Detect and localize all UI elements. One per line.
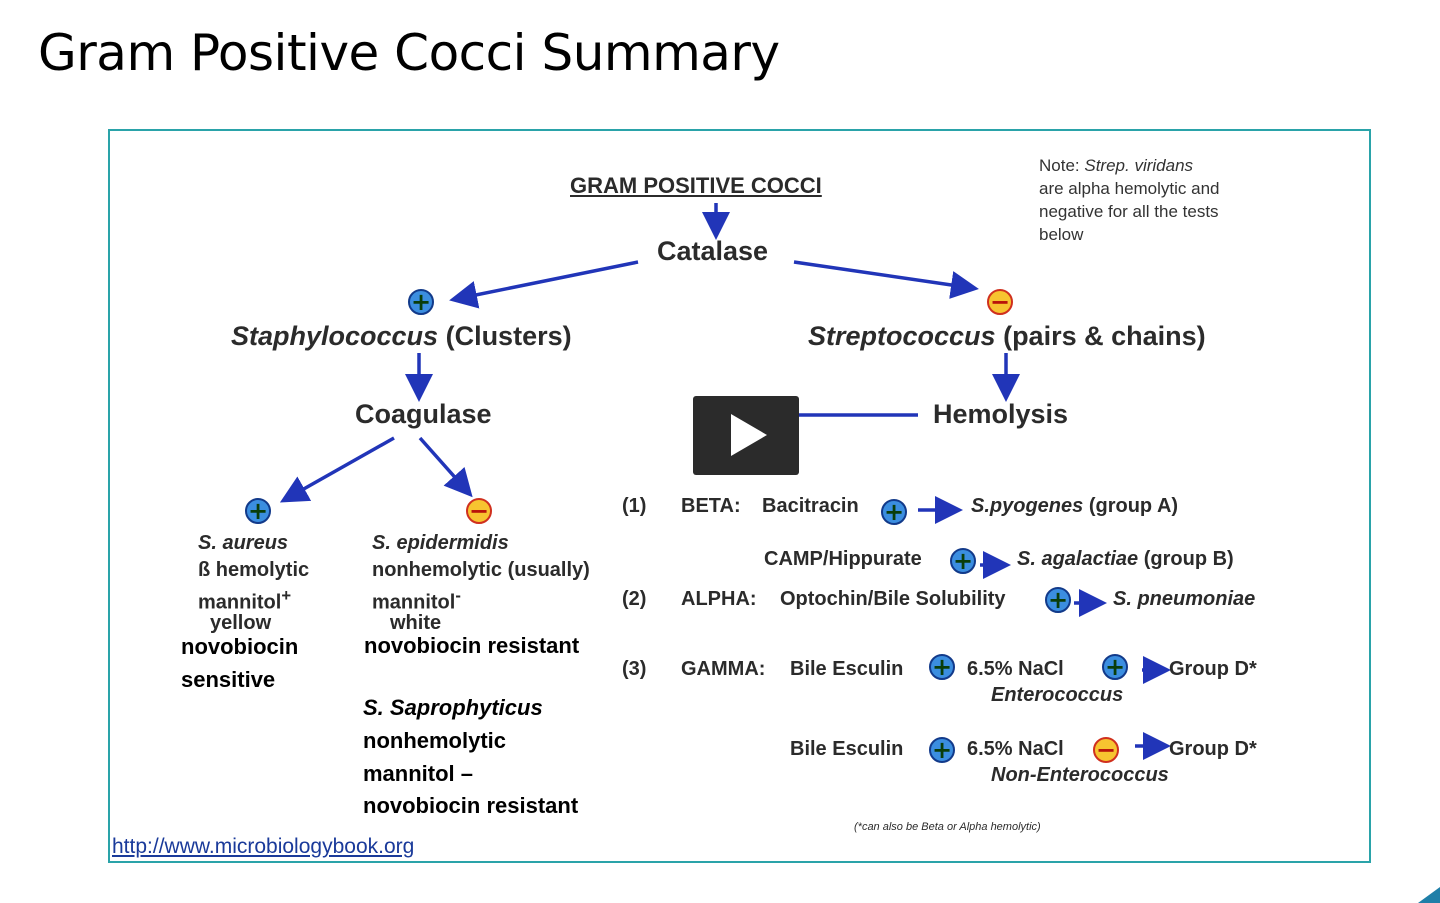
saprophyticus-hemolysis: nonhemolytic	[363, 728, 507, 753]
epidermidis-negative-icon: −	[466, 498, 492, 524]
strep-shape: (pairs & chains)	[1003, 321, 1206, 351]
aureus-novobiocin-line2: sensitive	[181, 667, 276, 692]
note-line-3: negative for all the tests	[1039, 202, 1219, 221]
pyogenes-group: (group A)	[1088, 495, 1179, 517]
beta-number: (1)	[622, 495, 647, 517]
alpha-number: (2)	[622, 588, 647, 610]
optochin-positive-icon: +	[1045, 587, 1071, 613]
aureus-color: yellow	[210, 612, 272, 634]
aureus-mannitol: mannitol+	[198, 586, 291, 615]
epidermidis-novobiocin: novobiocin resistant	[364, 633, 580, 658]
camp-positive-icon: +	[950, 548, 976, 574]
gamma-esculin-positive-icon: +	[929, 654, 955, 680]
gamma-label: GAMMA:	[681, 658, 766, 680]
hemolysis-label: Hemolysis	[933, 399, 1069, 429]
arrow-catalase-staph	[449, 260, 639, 309]
aureus-mannitol-label: mannitol	[198, 591, 282, 614]
saprophyticus-novobiocin: novobiocin resistant	[363, 793, 579, 818]
arrow-coagulase-aureus	[279, 436, 395, 503]
beta-result: S.pyogenes (group A)	[971, 495, 1178, 518]
play-icon	[731, 414, 767, 456]
alpha-test: Optochin/Bile Solubility	[780, 588, 1006, 610]
saprophyticus-mannitol: mannitol –	[363, 761, 474, 786]
staph-genus: Staphylococcus	[231, 321, 439, 351]
corner-accent	[1418, 887, 1440, 903]
aureus-positive-icon: +	[245, 498, 271, 524]
agalactiae-result: S. agalactiae (group B)	[1017, 548, 1234, 571]
agalactiae-group: (group B)	[1143, 548, 1234, 570]
diagram-frame: GRAM POSITIVE COCCI Note: Strep. viridan…	[108, 129, 1371, 863]
gamma-b-nacl-negative-icon: −	[1093, 737, 1119, 763]
note-line-2: are alpha hemolytic and	[1039, 179, 1220, 198]
gamma-result: Group D*	[1169, 658, 1257, 680]
saprophyticus-name: S. Saprophyticus	[363, 695, 543, 720]
catalase-label: Catalase	[657, 236, 769, 266]
bacitracin-positive-icon: +	[881, 499, 907, 525]
coagulase-label: Coagulase	[355, 399, 492, 429]
gamma-test2: 6.5% NaCl	[967, 658, 1064, 680]
gamma-test1: Bile Esculin	[790, 658, 904, 680]
note-block: Note: Strep. viridans are alpha hemolyti…	[1039, 154, 1220, 246]
staph-heading: Staphylococcus (Clusters)	[231, 321, 572, 352]
beta-test: Bacitracin	[762, 495, 859, 517]
epidermidis-mannitol-label: mannitol	[372, 591, 456, 614]
strep-genus: Streptococcus	[808, 321, 996, 351]
gamma-b-test1: Bile Esculin	[790, 738, 904, 760]
aureus-novobiocin-line1: novobiocin	[181, 634, 299, 659]
gamma-number: (3)	[622, 658, 647, 680]
enterococcus-label: Enterococcus	[991, 684, 1124, 706]
source-link[interactable]: http://www.microbiologybook.org	[112, 835, 415, 858]
agalactiae-name: S. agalactiae	[1017, 548, 1139, 570]
non-enterococcus-label: Non-Enterococcus	[991, 764, 1169, 786]
gamma-b-result: Group D*	[1169, 738, 1257, 760]
beta-label: BETA:	[681, 495, 741, 517]
footnote: (*can also be Beta or Alpha hemolytic)	[854, 821, 1041, 833]
aureus-name: S. aureus	[198, 532, 289, 554]
slide-title: Gram Positive Cocci Summary	[38, 24, 780, 82]
aureus-mannitol-sign: +	[281, 586, 292, 605]
strep-heading: Streptococcus (pairs & chains)	[808, 321, 1206, 352]
aureus-hemolysis: ß hemolytic	[198, 559, 310, 581]
epidermidis-name: S. epidermidis	[372, 532, 509, 554]
staph-positive-icon: +	[408, 289, 434, 315]
epidermidis-mannitol-sign: -	[455, 586, 461, 605]
note-species: Strep. viridans	[1084, 156, 1194, 175]
epidermidis-hemolysis: nonhemolytic (usually)	[372, 559, 590, 581]
arrows-layer	[279, 203, 1171, 760]
note-label: Note:	[1039, 156, 1080, 175]
camp-test: CAMP/Hippurate	[764, 548, 922, 570]
staph-shape: (Clusters)	[445, 321, 572, 351]
epidermidis-color: white	[390, 612, 442, 634]
diagram-header: GRAM POSITIVE COCCI	[570, 173, 822, 198]
strep-negative-icon: −	[987, 289, 1013, 315]
alpha-label: ALPHA:	[681, 588, 757, 610]
pneumoniae-result: S. pneumoniae	[1113, 588, 1256, 610]
video-play-button[interactable]	[693, 396, 799, 475]
gamma-b-test2: 6.5% NaCl	[967, 738, 1064, 760]
gamma-nacl-positive-icon: +	[1102, 654, 1128, 680]
arrow-coagulase-epidermidis	[418, 436, 473, 498]
gamma-b-esculin-positive-icon: +	[929, 737, 955, 763]
note-line-4: below	[1039, 225, 1084, 244]
pyogenes-name: S.pyogenes	[971, 495, 1084, 517]
epidermidis-mannitol: mannitol-	[372, 586, 461, 615]
arrow-catalase-strep	[793, 260, 979, 299]
